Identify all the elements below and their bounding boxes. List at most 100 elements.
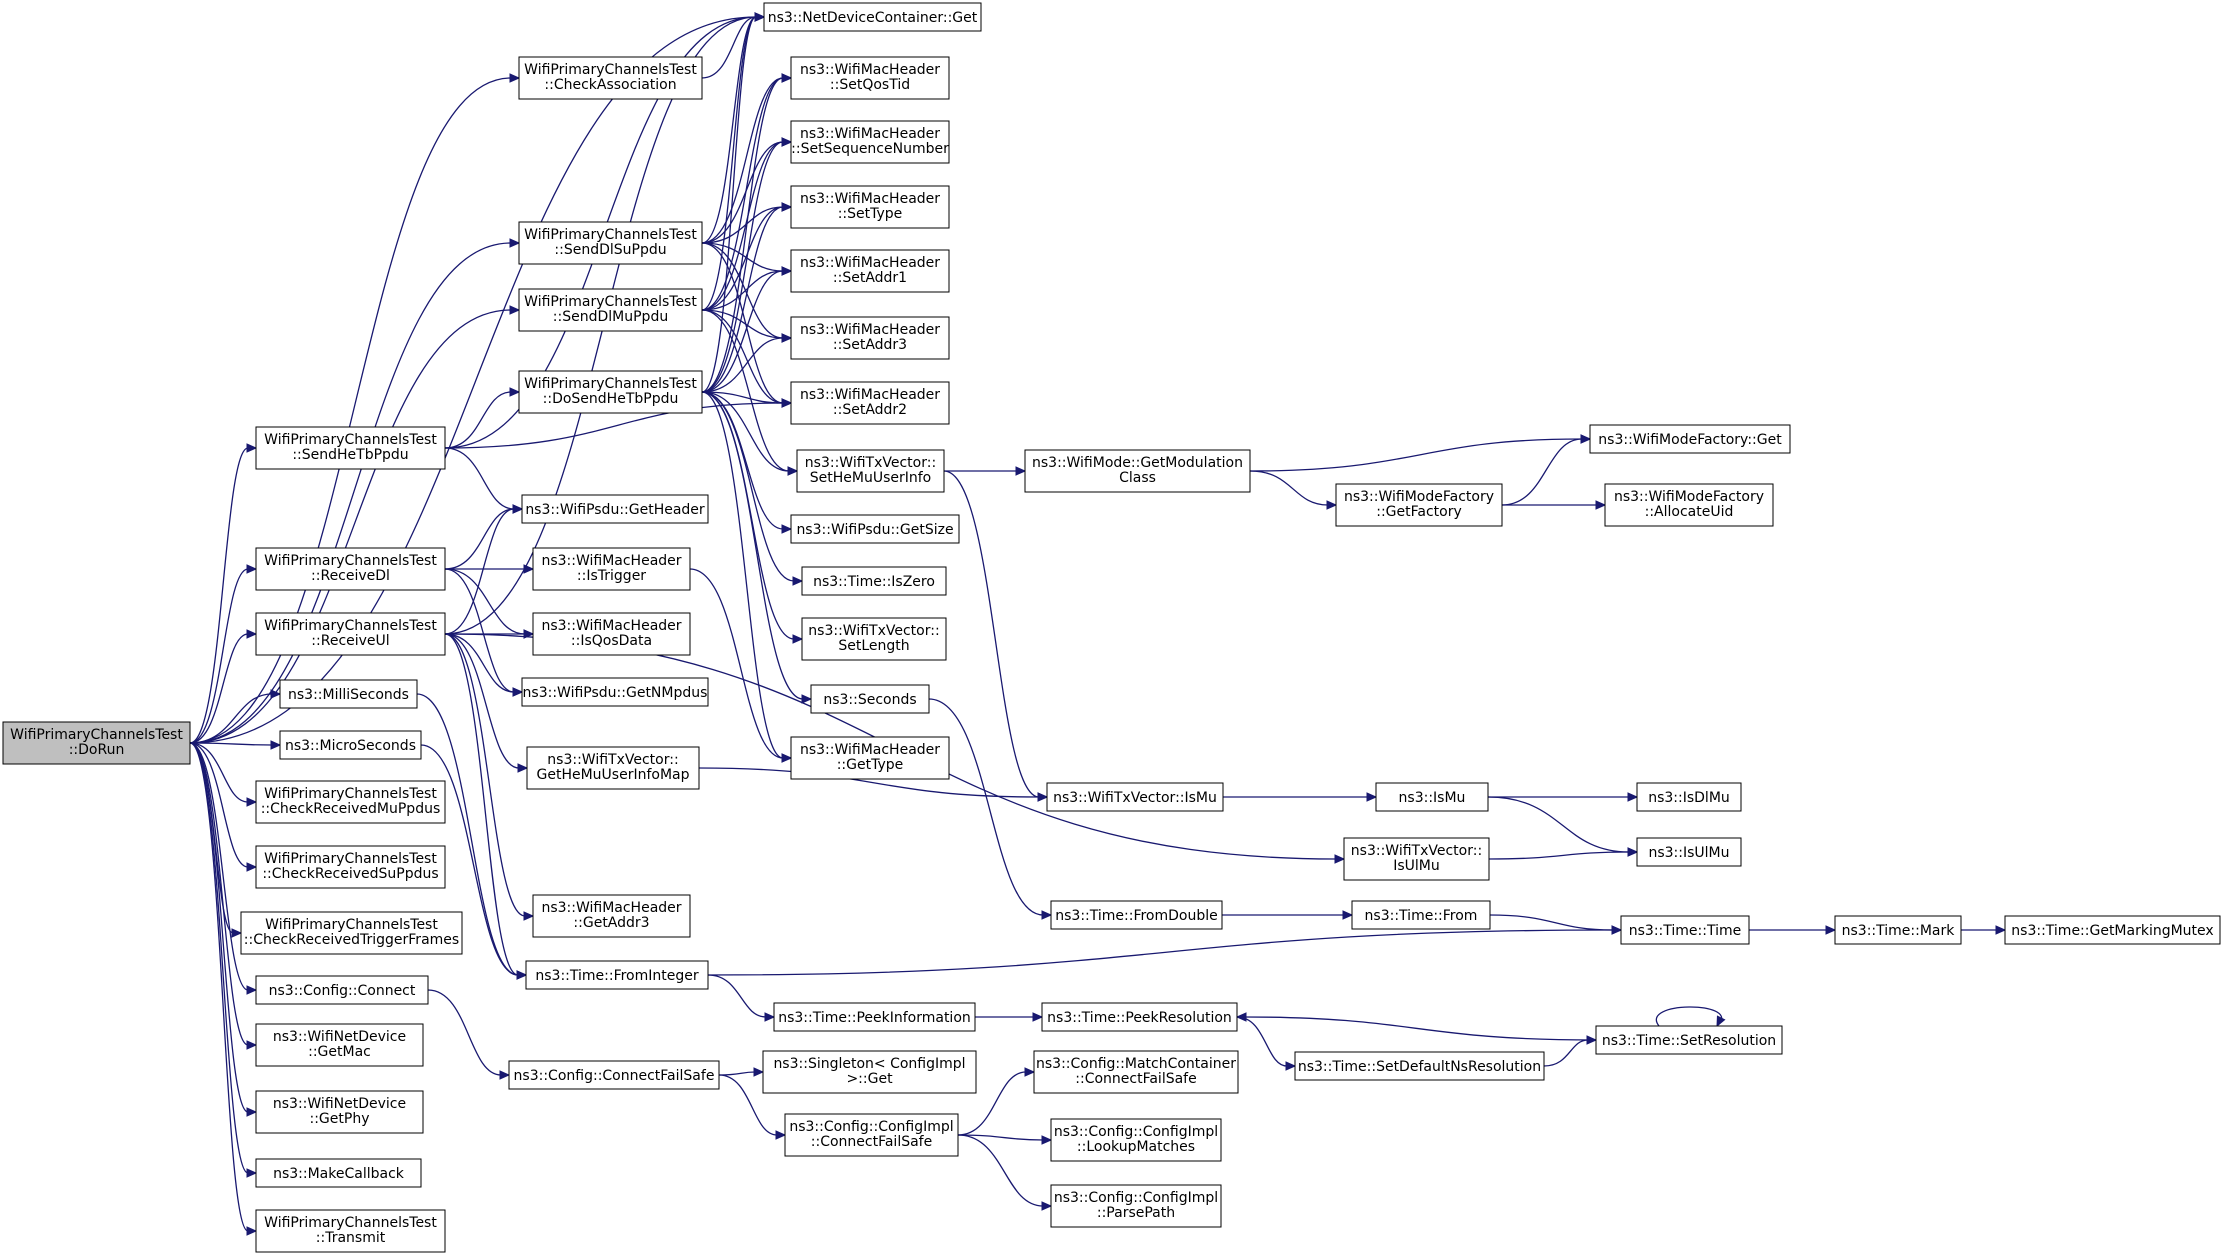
edge-line xyxy=(1244,1016,1597,1041)
node-time-peek-resolution[interactable]: ns3::Time::PeekResolution xyxy=(1041,1002,1238,1032)
node-check-rx-trig[interactable]: WifiPrimaryChannelsTest::CheckReceivedTr… xyxy=(240,911,463,955)
node-time-from-integer[interactable]: ns3::Time::FromInteger xyxy=(525,960,709,990)
node-time-time[interactable]: ns3::Time::Time xyxy=(1620,915,1750,945)
node-config-connect[interactable]: ns3::Config::Connect xyxy=(255,975,429,1005)
node-label: ::GetType xyxy=(837,757,904,773)
node-check-rx-su[interactable]: WifiPrimaryChannelsTest::CheckReceivedSu… xyxy=(255,845,446,889)
node-netdev-get-phy[interactable]: ns3::WifiNetDevice::GetPhy xyxy=(255,1090,424,1134)
node-set-type[interactable]: ns3::WifiMacHeader::SetType xyxy=(790,185,950,229)
node-is-mu[interactable]: ns3::IsMu xyxy=(1375,782,1489,812)
node-label: ns3::WifiMacHeader xyxy=(800,191,940,207)
node-set-seq[interactable]: ns3::WifiMacHeader::SetSequenceNumber xyxy=(790,120,950,164)
node-milliseconds[interactable]: ns3::MilliSeconds xyxy=(279,679,418,709)
node-time-get-marking-mutex[interactable]: ns3::Time::GetMarkingMutex xyxy=(2004,915,2221,945)
node-label: ns3::IsUlMu xyxy=(1648,845,1729,861)
node-box xyxy=(1046,782,1224,812)
node-label: ns3::Config::ConfigImpl xyxy=(1054,1124,1218,1140)
node-send-dl-mu[interactable]: WifiPrimaryChannelsTest::SendDlMuPpdu xyxy=(518,288,703,332)
node-cfg-match-connect[interactable]: ns3::Config::MatchContainer::ConnectFail… xyxy=(1033,1050,1239,1094)
edge-line xyxy=(701,337,784,393)
edge-arrowhead xyxy=(512,687,524,697)
node-wmf-get[interactable]: ns3::WifiModeFactory::Get xyxy=(1589,424,1791,454)
node-singleton-get[interactable]: ns3::Singleton< ConfigImpl >::Get xyxy=(762,1050,977,1094)
node-label: ns3::Time::Mark xyxy=(1842,923,1956,939)
node-psdu-get-size[interactable]: ns3::WifiPsdu::GetSize xyxy=(790,514,960,544)
node-time-set-resolution[interactable]: ns3::Time::SetResolution xyxy=(1595,1025,1783,1055)
node-send-dl-su[interactable]: WifiPrimaryChannelsTest::SendDlSuPpdu xyxy=(518,221,703,265)
edge-do-send-he-tb-to-set-addr1 xyxy=(701,266,793,393)
node-psdu-get-header[interactable]: ns3::WifiPsdu::GetHeader xyxy=(521,494,709,524)
node-label: ::GetPhy xyxy=(310,1111,370,1127)
node-txv-is-ul-mu[interactable]: ns3::WifiTxVector::IsUlMu xyxy=(1343,837,1490,881)
node-label: ns3::WifiTxVector:: xyxy=(547,752,678,768)
node-time-peek-information[interactable]: ns3::Time::PeekInformation xyxy=(773,1002,976,1032)
edge-root-to-make-callback xyxy=(189,742,258,1178)
node-is-ul-mu[interactable]: ns3::IsUlMu xyxy=(1636,837,1742,867)
edge-line xyxy=(701,77,784,393)
edge-send-dl-su-to-ndc-get xyxy=(701,12,766,244)
node-root[interactable]: WifiPrimaryChannelsTest::DoRun xyxy=(2,721,191,765)
node-set-addr2[interactable]: ns3::WifiMacHeader::SetAddr2 xyxy=(790,381,950,425)
node-set-addr1[interactable]: ns3::WifiMacHeader::SetAddr1 xyxy=(790,249,950,293)
node-label: ns3::WifiTxVector:: xyxy=(805,455,936,471)
node-mac-get-addr3[interactable]: ns3::WifiMacHeader::GetAddr3 xyxy=(532,894,691,938)
node-ndc-get[interactable]: ns3::NetDeviceContainer::Get xyxy=(763,2,982,32)
node-cfgimpl-connect-failsafe[interactable]: ns3::Config::ConfigImpl::ConnectFailSafe xyxy=(784,1113,959,1157)
node-is-qos-data[interactable]: ns3::WifiMacHeader::IsQosData xyxy=(532,612,691,656)
node-set-qos-tid[interactable]: ns3::WifiMacHeader::SetQosTid xyxy=(790,56,950,100)
node-config-connect-failsafe[interactable]: ns3::Config::ConnectFailSafe xyxy=(508,1060,720,1090)
node-do-send-he-tb[interactable]: WifiPrimaryChannelsTest::DoSendHeTbPpdu xyxy=(518,370,703,414)
node-receive-dl[interactable]: WifiPrimaryChannelsTest::ReceiveDl xyxy=(255,547,446,591)
node-set-length[interactable]: ns3::WifiTxVector::SetLength xyxy=(801,617,947,661)
node-box xyxy=(762,1050,977,1094)
node-get-he-mu-user-info-map[interactable]: ns3::WifiTxVector::GetHeMuUserInfoMap xyxy=(526,746,700,790)
node-label: ns3::WifiModeFactory xyxy=(1614,489,1764,505)
node-set-he-mu-user-info[interactable]: ns3::WifiTxVector::SetHeMuUserInfo xyxy=(796,449,945,493)
edge-send-dl-su-to-set-qos-tid xyxy=(701,73,793,244)
node-set-addr3[interactable]: ns3::WifiMacHeader::SetAddr3 xyxy=(790,316,950,360)
node-is-dl-mu[interactable]: ns3::IsDlMu xyxy=(1636,782,1742,812)
node-netdev-get-mac[interactable]: ns3::WifiNetDevice::GetMac xyxy=(255,1023,424,1067)
edge-send-he-tb-to-psdu-get-header xyxy=(444,447,524,514)
edge-receive-ul-to-psdu-get-header xyxy=(444,504,524,635)
node-is-trigger[interactable]: ns3::WifiMacHeader::IsTrigger xyxy=(532,547,691,591)
node-box xyxy=(1024,449,1251,493)
node-box xyxy=(1620,915,1750,945)
node-label: ::GetAddr3 xyxy=(573,915,649,931)
node-cfgimpl-parse-path[interactable]: ns3::Config::ConfigImpl::ParsePath xyxy=(1050,1184,1222,1228)
node-get-n-mpdus[interactable]: ns3::WifiPsdu::GetNMpdus xyxy=(521,677,709,707)
node-time-is-zero[interactable]: ns3::Time::IsZero xyxy=(801,566,947,596)
edge-arrowhead xyxy=(781,333,793,343)
edge-line xyxy=(189,633,249,744)
node-label: ns3::Time::SetDefaultNsResolution xyxy=(1298,1059,1541,1075)
edge-arrowhead xyxy=(1032,1012,1044,1022)
node-mac-get-type[interactable]: ns3::WifiMacHeader::GetType xyxy=(790,736,950,780)
node-box xyxy=(2,721,191,765)
node-label: ns3::Time::IsZero xyxy=(813,574,935,590)
node-txv-is-mu[interactable]: ns3::WifiTxVector::IsMu xyxy=(1046,782,1224,812)
node-make-callback[interactable]: ns3::MakeCallback xyxy=(255,1158,422,1188)
node-label: ns3::WifiPsdu::GetHeader xyxy=(525,502,705,518)
edge-line xyxy=(928,698,1044,916)
node-cfgimpl-lookup[interactable]: ns3::Config::ConfigImpl::LookupMatches xyxy=(1050,1118,1222,1162)
edge-line xyxy=(701,270,784,393)
node-seconds[interactable]: ns3::Seconds xyxy=(810,684,930,714)
node-transmit[interactable]: WifiPrimaryChannelsTest::Transmit xyxy=(255,1209,446,1253)
node-receive-ul[interactable]: WifiPrimaryChannelsTest::ReceiveUl xyxy=(255,612,446,656)
node-time-mark[interactable]: ns3::Time::Mark xyxy=(1834,915,1962,945)
edge-line xyxy=(189,309,512,744)
node-wmf-allocate-uid[interactable]: ns3::WifiModeFactory::AllocateUid xyxy=(1604,483,1774,527)
node-microseconds[interactable]: ns3::MicroSeconds xyxy=(279,730,422,760)
node-label: ns3::Time::Time xyxy=(1629,923,1741,939)
node-time-from[interactable]: ns3::Time::From xyxy=(1351,900,1491,930)
node-label: ns3::Time::FromDouble xyxy=(1055,908,1218,924)
node-check-rx-mu[interactable]: WifiPrimaryChannelsTest::CheckReceivedMu… xyxy=(255,780,446,824)
node-label: Class xyxy=(1119,470,1156,486)
node-time-from-double[interactable]: ns3::Time::FromDouble xyxy=(1050,900,1223,930)
node-check-assoc[interactable]: WifiPrimaryChannelsTest::CheckAssociatio… xyxy=(518,56,703,100)
node-time-set-default-ns[interactable]: ns3::Time::SetDefaultNsResolution xyxy=(1294,1051,1545,1081)
node-send-he-tb[interactable]: WifiPrimaryChannelsTest::SendHeTbPpdu xyxy=(255,426,446,470)
edge-time-from-integer-to-time-time xyxy=(707,925,1623,976)
node-wmf-get-factory[interactable]: ns3::WifiModeFactory::GetFactory xyxy=(1335,483,1503,527)
